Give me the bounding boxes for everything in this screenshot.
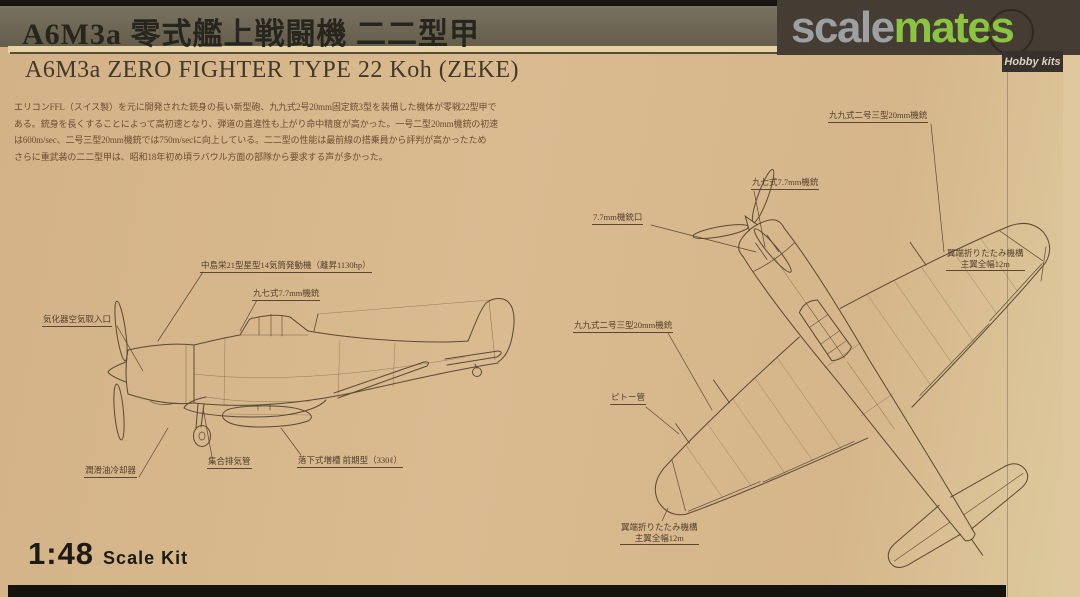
callout-drop-tank: 落下式増槽 前期型（330ℓ）	[297, 455, 403, 468]
top-view-drawing	[654, 169, 1051, 568]
callout-20mm-cannon-top: 九九式二号三型20mm機銃	[828, 110, 929, 123]
side-view-drawing	[107, 271, 515, 478]
callout-pitot-tube: ピトー管	[610, 392, 647, 405]
callout-77mm-gun-top: 九七式7.7mm機銃	[751, 177, 820, 190]
hasegawa-circle-mark	[988, 9, 1034, 55]
scalemates-logo-scale: scale	[791, 2, 895, 52]
callout-wing-fold-right-line2: 主翼全幅12m	[960, 258, 1010, 269]
kit-title-english: A6M3a ZERO FIGHTER TYPE 22 Koh (ZEKE)	[25, 57, 520, 83]
box-edge-strip	[1063, 55, 1080, 597]
callout-77mm-gun-side: 九七式7.7mm機銃	[252, 288, 321, 301]
side-view-leader-lines	[116, 271, 302, 478]
panel-top-rule	[10, 52, 1007, 54]
callout-wing-fold-right-line1: 翼端折りたたみ機構	[947, 248, 1024, 258]
box-edge-crease	[1007, 55, 1008, 597]
callout-wing-fold-bottom-line1: 翼端折りたたみ機構	[621, 522, 698, 532]
top-black-strip	[0, 0, 778, 7]
callout-carburetor-intake: 気化器空気取入口	[42, 314, 113, 327]
kit-title-japanese: A6M3a 零式艦上戦闘機 二二型甲	[22, 18, 480, 51]
history-line: ある。銃身を長くすることによって高初速となり、弾道の直進性も上がり命中精度が高か…	[14, 118, 499, 129]
callout-wing-fold-bottom: 翼端折りたたみ機構 主翼全幅12m	[620, 522, 699, 545]
callout-20mm-cannon-left: 九九式二号三型20mm機銃	[573, 320, 674, 333]
history-line: エリコンFFL（スイス製）を元に開発された銃身の長い新型砲、九九式2号20mm固…	[14, 102, 497, 112]
callout-oil-cooler: 潤滑油冷却器	[84, 465, 138, 478]
scale-ratio: 1:48	[28, 536, 95, 571]
scale-statement: 1:48 Scale Kit	[28, 536, 188, 572]
history-line: は600m/sec、二号三型20mm機銃では750m/secに向上している。二二…	[14, 135, 487, 146]
callout-wing-fold-right: 翼端折りたたみ機構 主翼全幅12m	[946, 248, 1025, 271]
history-line: さらに重武装の二二型甲は、昭和18年初め頃ラバウル方面の部隊から要求する声が多か…	[14, 151, 388, 162]
callout-exhaust: 集合排気管	[207, 456, 252, 469]
callout-77mm-muzzle: 7.7mm機銃口	[592, 212, 644, 225]
scale-label: Scale Kit	[103, 548, 189, 568]
bottom-black-bar	[8, 585, 1006, 597]
history-paragraph: エリコンFFL（スイス製）を元に開発された銃身の長い新型砲、九九式2号20mm固…	[14, 100, 498, 166]
hobby-kits-badge: Hobby kits	[1002, 51, 1063, 72]
callout-engine: 中島栄21型星型14気筒発動機（離昇1130hp）	[200, 260, 372, 273]
callout-wing-fold-bottom-line2: 主翼全幅12m	[634, 532, 684, 543]
top-view-leader-lines	[645, 123, 1047, 522]
panel-top-highlight	[8, 46, 1080, 53]
